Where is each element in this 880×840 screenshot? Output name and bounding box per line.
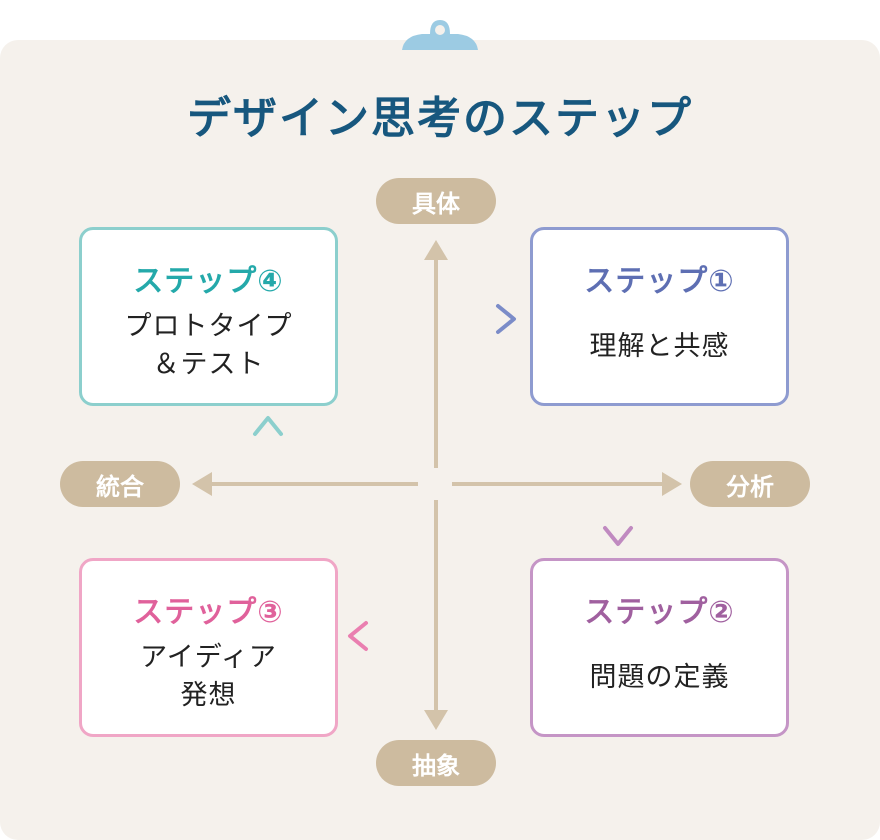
step4-card: ステップ④ プロトタイプ ＆テスト [79, 227, 338, 406]
horizontal-axis [192, 472, 682, 496]
step2-desc-line1: 問題の定義 [589, 662, 730, 693]
arrow-step3-to-step4 [253, 416, 283, 546]
axis-label-bottom: 抽象 [376, 740, 496, 786]
arrow-step2-to-step3 [348, 621, 516, 651]
step3-label: ステップ③ [133, 595, 284, 630]
clip-icon [402, 20, 478, 50]
step3-card: ステップ③ アイディア 発想 [79, 558, 338, 737]
page-title: デザイン思考のステップ [187, 93, 693, 144]
step3-desc-line2: 発想 [180, 680, 237, 711]
step1-card: ステップ① 理解と共感 [530, 227, 789, 406]
axis-label-top: 具体 [376, 178, 496, 224]
axis-label-right: 分析 [690, 461, 810, 507]
vertical-axis [424, 240, 448, 730]
step1-label: ステップ① [584, 264, 735, 299]
axis-label-left: 統合 [60, 461, 180, 507]
arrow-step1-to-step2 [603, 416, 633, 546]
step1-desc-line1: 理解と共感 [589, 331, 730, 362]
step2-label: ステップ② [584, 595, 735, 630]
step2-card: ステップ② 問題の定義 [530, 558, 789, 737]
step4-desc-line2: ＆テスト [152, 349, 265, 380]
step3-desc-line1: アイディア [140, 642, 277, 673]
arrow-step4-to-step1 [350, 304, 516, 334]
step4-label: ステップ④ [133, 264, 284, 299]
step4-desc-line1: プロトタイプ [124, 311, 293, 342]
